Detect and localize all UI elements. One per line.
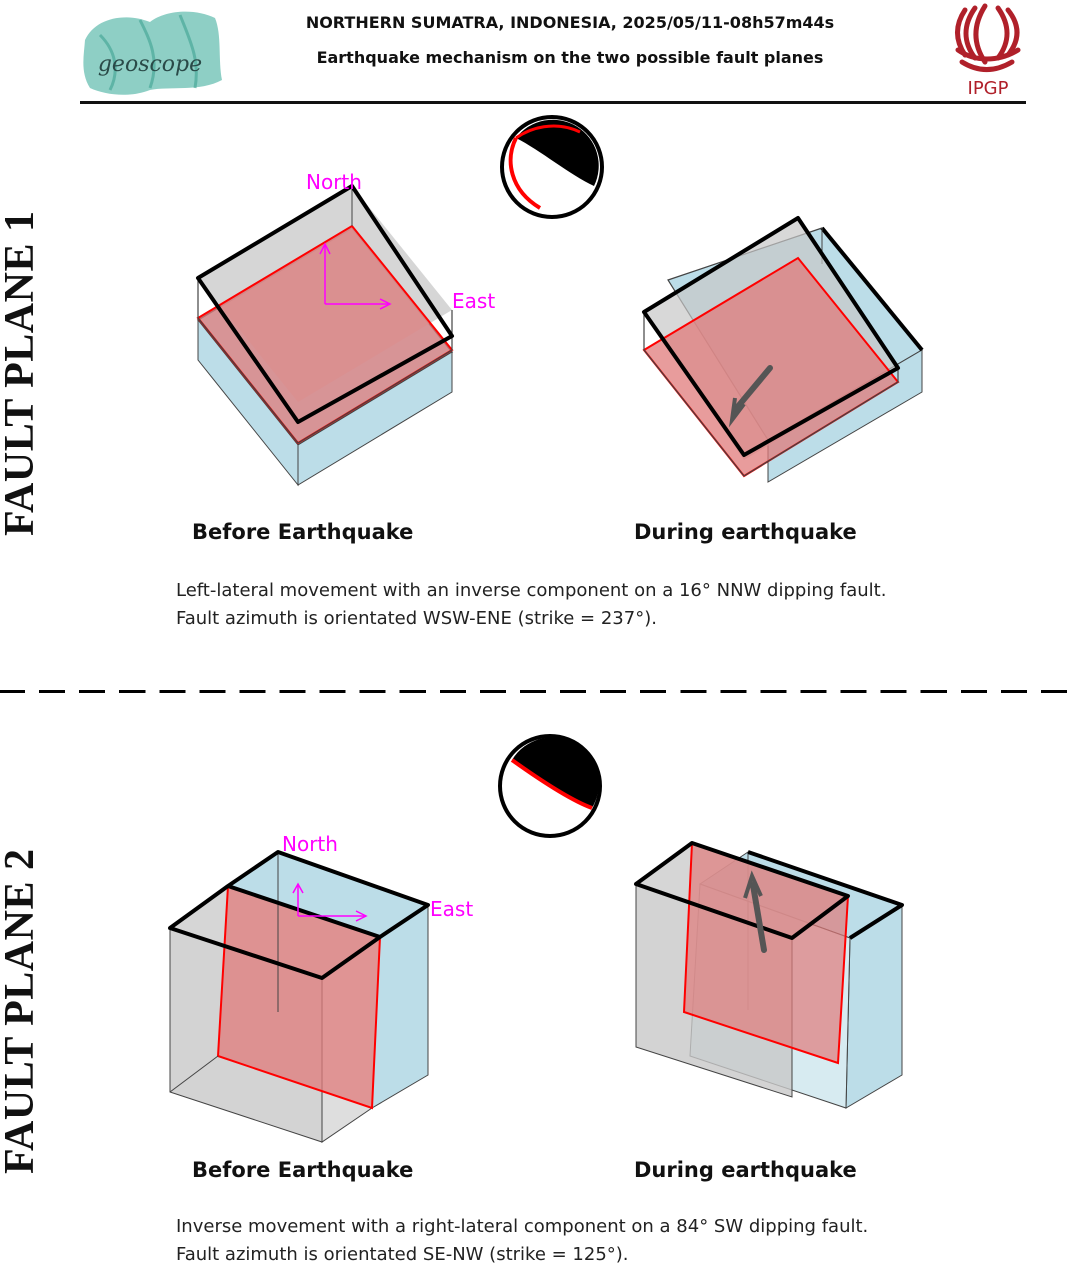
east-label-1: East: [452, 289, 495, 313]
description-2-line2: Fault azimuth is orientated SE-NW (strik…: [176, 1244, 629, 1265]
beachball-2: [498, 734, 602, 838]
fault-plane-1-diagrams: North East: [196, 115, 924, 487]
description-1-line1: Left-lateral movement with an inverse co…: [176, 580, 887, 601]
svg-text:geoscope: geoscope: [98, 52, 202, 77]
caption-before-1: Before Earthquake: [192, 520, 414, 544]
before-block-2: North East: [168, 832, 473, 1143]
geoscope-logo: geoscope: [83, 11, 222, 95]
svg-text:IPGP: IPGP: [968, 78, 1009, 99]
during-block-1: [642, 216, 924, 483]
header-rule: [80, 101, 1026, 104]
section-separator: [0, 690, 1071, 693]
page-subtitle: Earthquake mechanism on the two possible…: [316, 48, 824, 67]
page-title: NORTHERN SUMATRA, INDONESIA, 2025/05/11-…: [305, 13, 835, 32]
caption-during-1: During earthquake: [634, 520, 857, 544]
north-label-2: North: [282, 832, 338, 856]
beachball-1: [500, 115, 604, 219]
during-block-2: [634, 841, 904, 1109]
before-block-1: North East: [196, 170, 495, 487]
north-label-1: North: [306, 170, 362, 194]
caption-before-2: Before Earthquake: [192, 1158, 414, 1182]
ipgp-logo: IPGP: [955, 3, 1021, 99]
east-label-2: East: [430, 897, 473, 921]
description-1-line2: Fault azimuth is orientated WSW-ENE (str…: [176, 608, 657, 629]
description-2-line1: Inverse movement with a right-lateral co…: [176, 1216, 869, 1237]
caption-during-2: During earthquake: [634, 1158, 857, 1182]
